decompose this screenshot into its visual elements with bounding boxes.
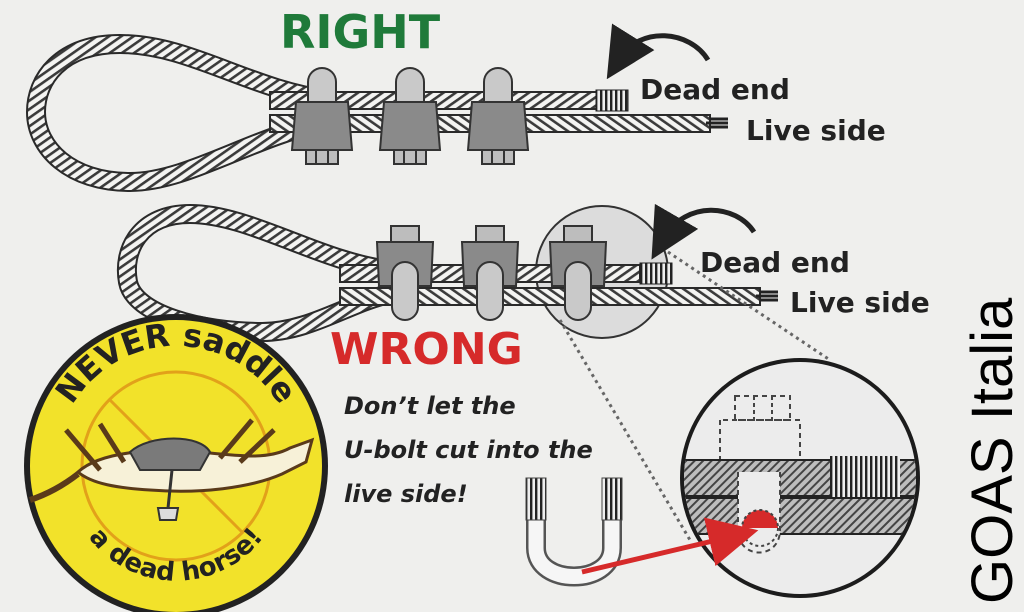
right-rope-assembly	[25, 33, 728, 193]
wrong-title: WRONG	[330, 324, 523, 375]
wrong-live-side-label: Live side	[790, 286, 930, 319]
right-clips	[290, 67, 530, 165]
wrong-caption-line3: live side!	[344, 480, 468, 508]
wrong-clip-3	[548, 225, 608, 321]
wrong-caption-line1: Don’t let the	[344, 392, 516, 420]
wrong-clips	[375, 225, 608, 321]
right-dead-end-label: Dead end	[640, 73, 790, 106]
wrong-dead-end-label: Dead end	[700, 246, 850, 279]
magnifier-leader-line-a	[558, 319, 692, 541]
dead-horse-saddle-icon	[29, 418, 315, 521]
brand-watermark: GOAS Italia	[960, 297, 1024, 604]
right-clip-2	[378, 67, 442, 165]
wrong-caption-line2: U-bolt cut into the	[344, 436, 593, 464]
never-saddle-badge: NEVER saddle a dead horse!	[24, 314, 328, 612]
wrong-clip-1	[375, 225, 435, 321]
magnifier-detail	[680, 358, 920, 598]
right-dead-end-arrow-icon	[606, 23, 711, 80]
cut-point-arrow-icon	[581, 517, 759, 575]
wrong-dead-end-arrow-icon	[651, 203, 757, 260]
right-title: RIGHT	[280, 5, 441, 59]
right-dead-end-unlaid	[595, 89, 629, 112]
right-rope-loop	[25, 33, 332, 193]
right-clip-3	[466, 67, 530, 165]
wrong-clip-2	[460, 225, 520, 321]
wrong-rope-assembly	[117, 203, 778, 343]
u-bolt-icon	[525, 477, 623, 587]
right-live-side-label: Live side	[746, 114, 886, 147]
wrong-dead-end-unlaid	[639, 262, 673, 285]
right-clip-1	[290, 67, 354, 165]
magnifier-leader-line-b	[667, 250, 831, 362]
